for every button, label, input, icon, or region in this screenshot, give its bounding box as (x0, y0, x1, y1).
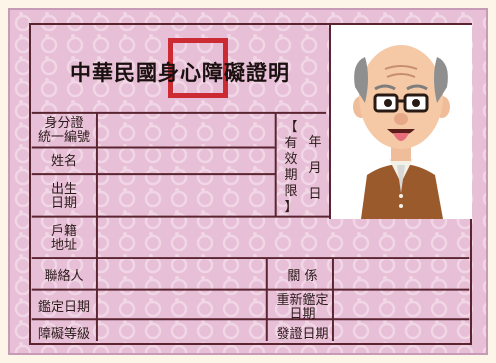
card-title: 中華民國身心障礙證明 (70, 60, 290, 85)
red-seal-box (168, 38, 228, 98)
issue-date-label: 發證日期 (269, 328, 336, 342)
household-address-label-line2: 地址 (50, 238, 77, 253)
form-grid-lines (31, 111, 470, 342)
validity-period-box: 【 有效期限 】 年 月 日 (278, 114, 329, 219)
id-number-label-line1: 身分證 (44, 116, 84, 131)
photo-area (329, 25, 472, 219)
relation-label-text: 關 係 (287, 269, 318, 284)
name-label: 姓名 (31, 155, 97, 169)
reassessment-date-label-line2: 日期 (289, 307, 316, 322)
form-frame: 中華民國身心障礙證明 (29, 23, 472, 345)
birth-date-label-line1: 出生 (50, 182, 77, 197)
validity-label: 【 有效期限 】 (284, 120, 298, 216)
disability-certificate-card: 中華民國身心障礙證明 (8, 8, 488, 355)
validity-day-label: 日 (308, 187, 322, 202)
contact-label: 聯絡人 (31, 270, 97, 284)
elderly-man-with-glasses-icon (353, 45, 450, 219)
birth-date-label: 出生 日期 (31, 183, 97, 211)
disability-level-label-text: 障礙等級 (37, 327, 90, 342)
id-number-label-line2: 統一編號 (37, 130, 90, 145)
validity-date-units: 年 月 日 (308, 130, 322, 208)
reassessment-date-label-line1: 重新鑑定 (276, 293, 329, 308)
validity-bracket-bottom: 】 (284, 200, 298, 215)
id-number-label: 身分證 統一編號 (31, 117, 97, 145)
validity-year-label: 年 (308, 135, 322, 150)
household-address-label-line1: 戶籍 (50, 224, 77, 239)
assessment-date-label: 鑑定日期 (31, 301, 97, 315)
validity-label-text: 有效期限 (284, 136, 298, 199)
disability-level-label: 障礙等級 (31, 328, 97, 342)
assessment-date-label-text: 鑑定日期 (37, 300, 90, 315)
validity-month-label: 月 (308, 161, 322, 176)
reassessment-date-label: 重新鑑定 日期 (269, 294, 336, 322)
name-label-text: 姓名 (50, 154, 77, 169)
contact-label-text: 聯絡人 (44, 269, 84, 284)
relation-label: 關 係 (269, 270, 336, 284)
household-address-label: 戶籍 地址 (31, 225, 97, 253)
issue-date-label-text: 發證日期 (276, 327, 329, 342)
birth-date-label-line2: 日期 (50, 196, 77, 211)
validity-bracket-top: 【 (284, 120, 298, 135)
